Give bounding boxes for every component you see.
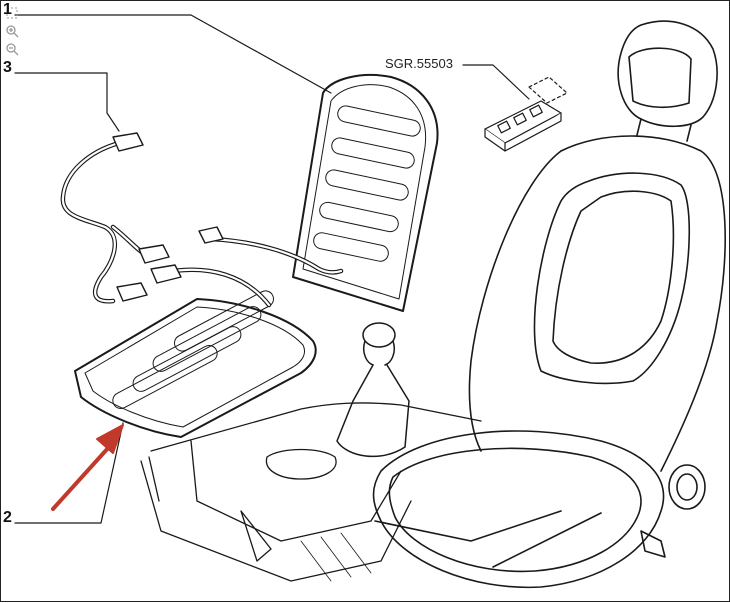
seatback-heating-elements — [313, 105, 421, 262]
harness-connectors — [112, 132, 224, 302]
zoom-in-icon[interactable] — [4, 23, 20, 39]
callout-3[interactable]: 3 — [3, 59, 12, 76]
callout-1[interactable]: 1 — [3, 1, 12, 18]
seat-cushion-heating-pad — [74, 298, 317, 438]
leader-line-1 — [14, 14, 332, 94]
center-console — [140, 402, 482, 582]
red-indicator-arrow — [51, 424, 124, 511]
zoom-toolbar — [4, 5, 24, 59]
callout-2[interactable]: 2 — [3, 509, 12, 526]
zoom-out-icon[interactable] — [4, 41, 20, 57]
fit-to-screen-icon[interactable] — [4, 5, 20, 21]
wiring-harness — [60, 140, 344, 308]
leader-line-3 — [14, 72, 120, 132]
reference-code-label[interactable]: SGR.55503 — [385, 56, 453, 71]
seat-cushion-heating-elements — [112, 290, 274, 409]
gear-lever — [336, 322, 410, 458]
seatback-heating-pad — [292, 73, 439, 312]
leader-line-ref — [462, 64, 530, 100]
seat-frame — [372, 20, 726, 589]
wiring-harness-inner — [61, 141, 343, 307]
leader-line-2 — [14, 422, 124, 524]
heated-seat-switch — [484, 76, 568, 152]
